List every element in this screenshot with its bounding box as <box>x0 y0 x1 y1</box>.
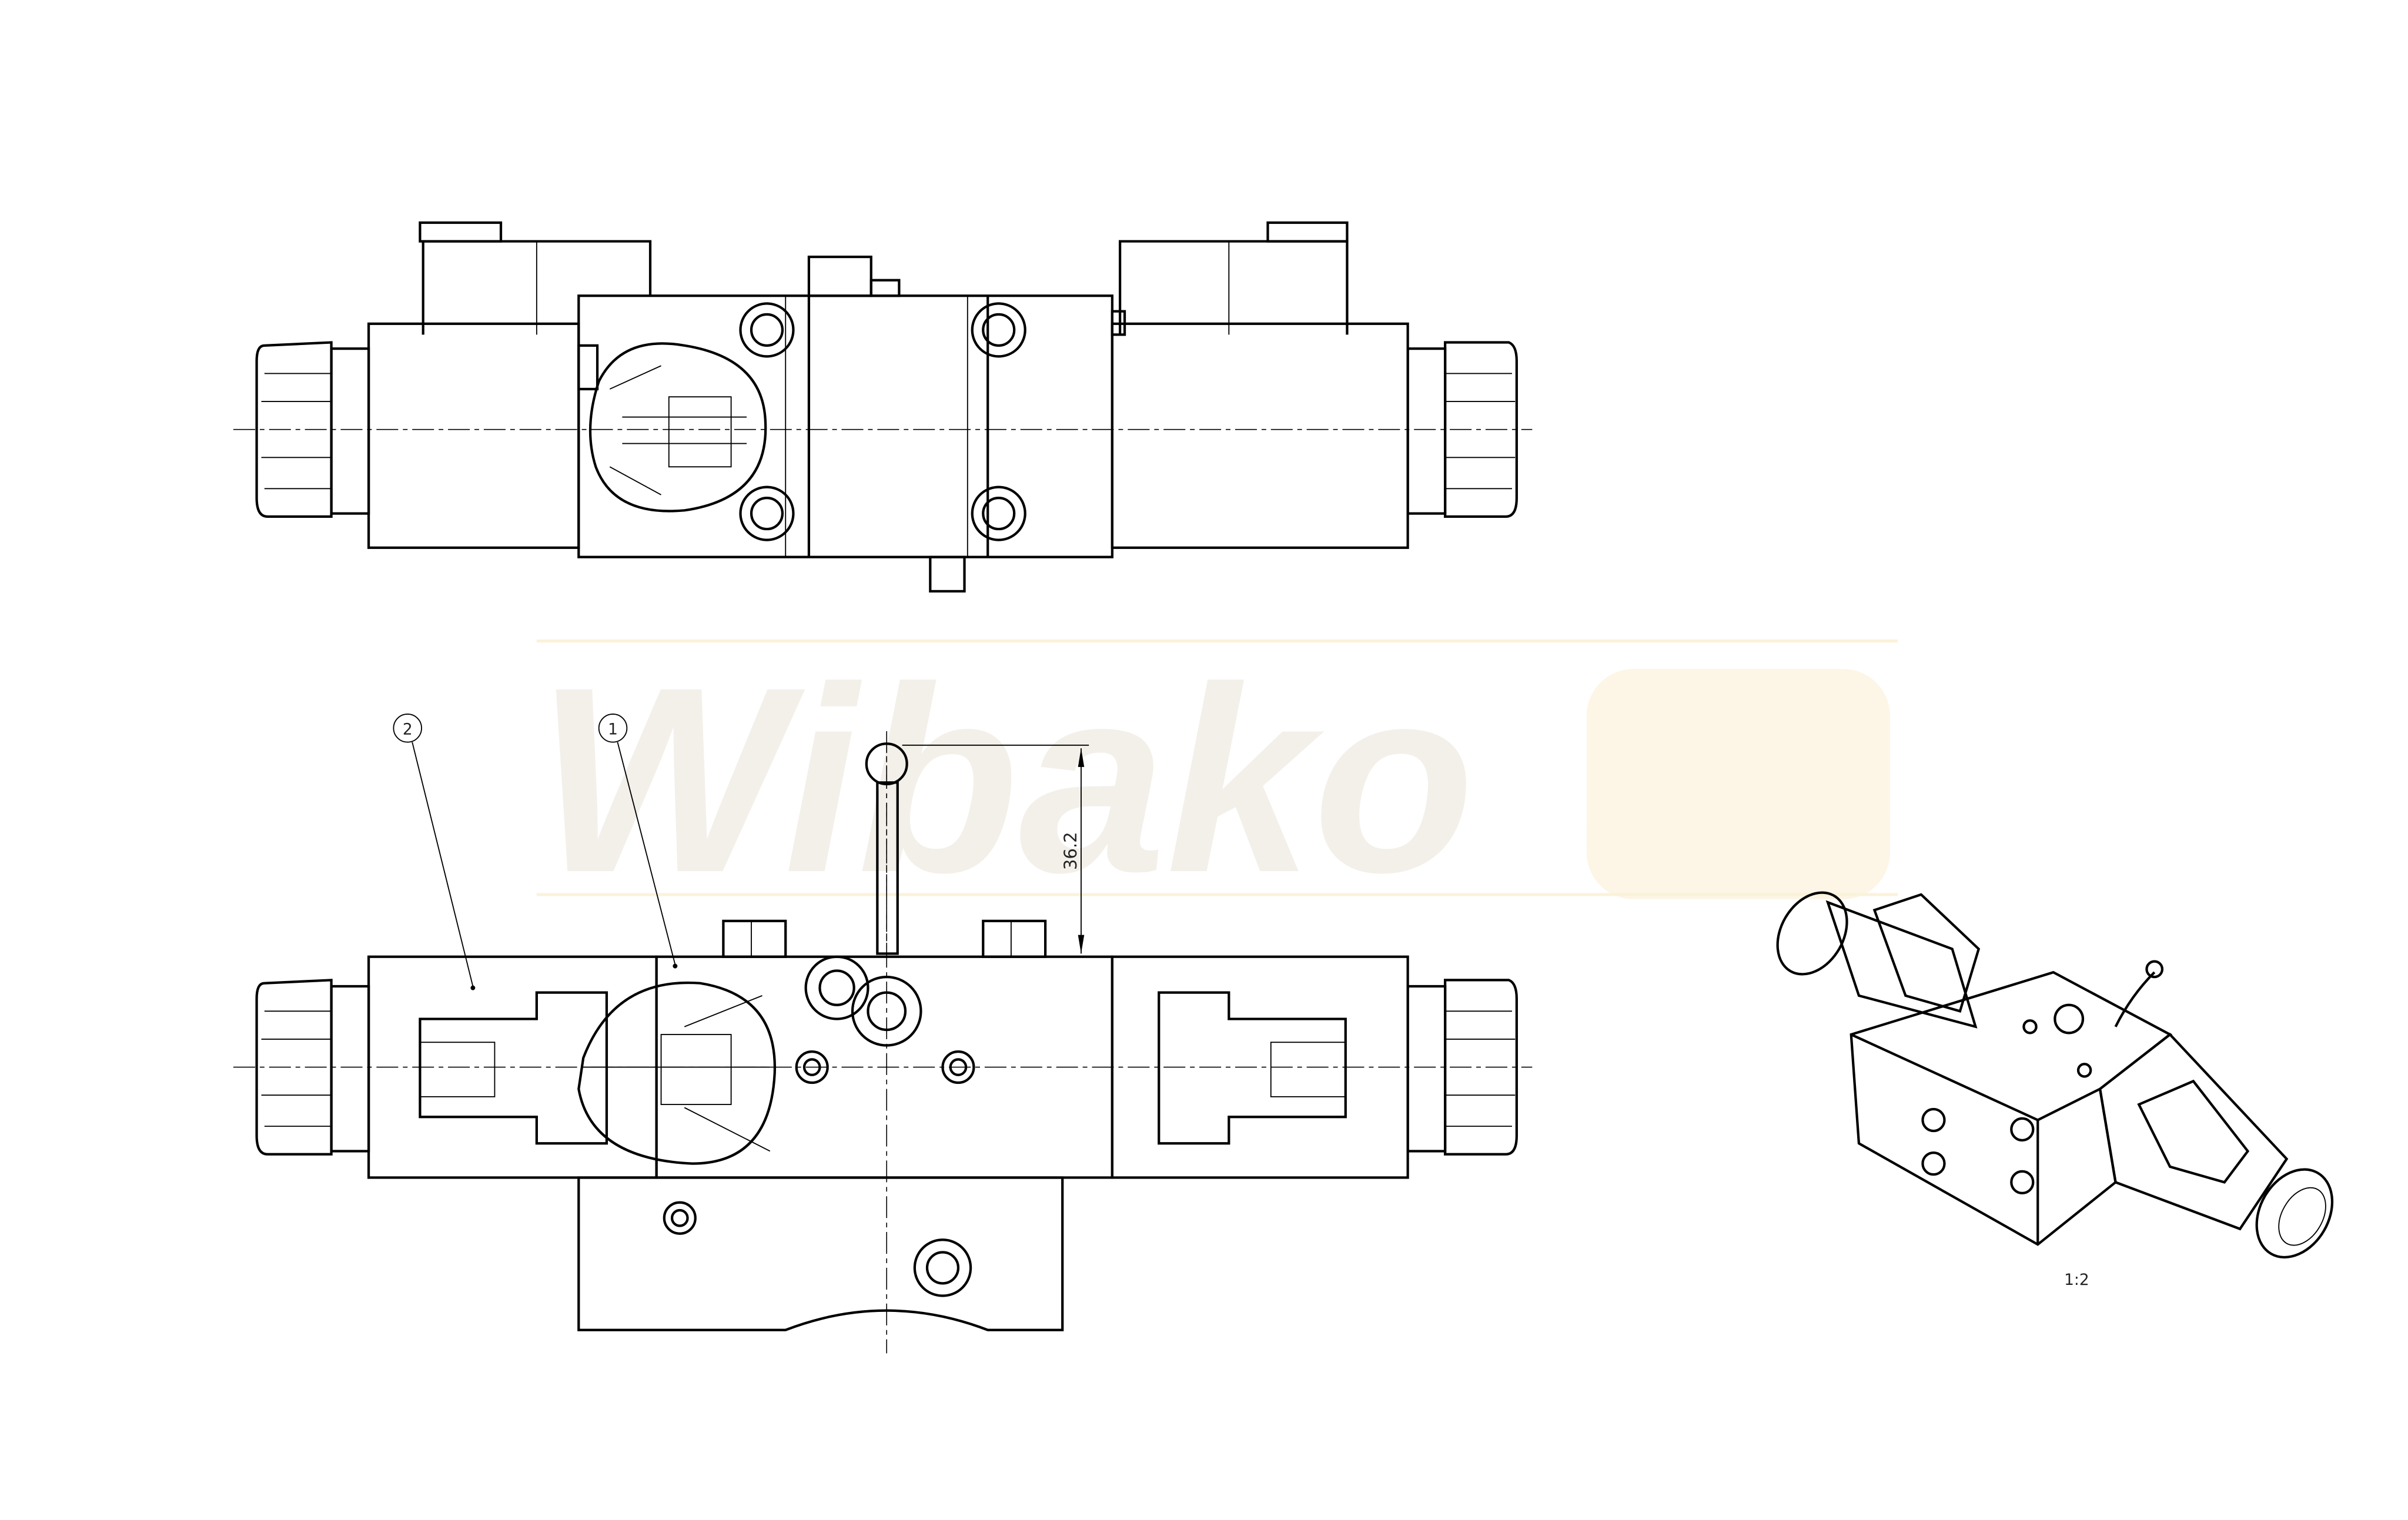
scale-label: 1:2 <box>2064 1271 2089 1289</box>
isometric-view: 1:2 <box>1776 891 2334 1289</box>
watermark-text: Wibako <box>537 632 1474 928</box>
balloon-1: 1 <box>598 714 678 969</box>
watermark: Wibako <box>536 632 1898 928</box>
front-view: 36.2 2 1 <box>233 714 1533 1354</box>
lever <box>865 742 908 955</box>
svg-text:1: 1 <box>608 720 618 738</box>
dimension-text: 36.2 <box>1061 832 1081 870</box>
svg-text:2: 2 <box>403 720 413 738</box>
balloon-2: 2 <box>393 714 476 990</box>
top-view <box>233 221 1533 593</box>
dimension-lever-height: 36.2 <box>902 744 1089 954</box>
bolt-holes <box>739 302 1026 541</box>
watermark-logo <box>1586 669 1890 899</box>
